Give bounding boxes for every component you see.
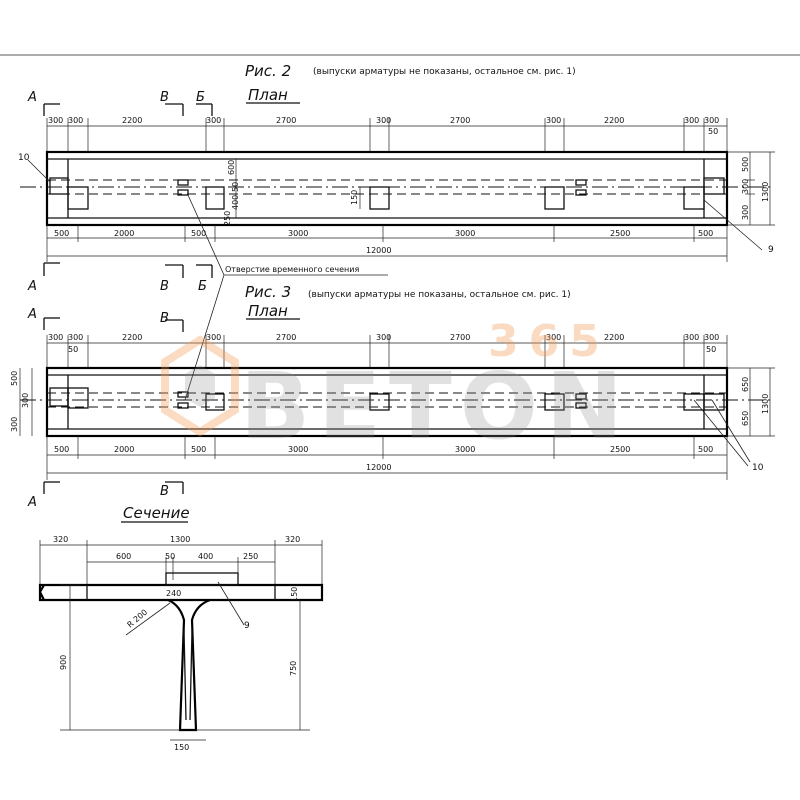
fig3-title: Рис. 3 bbox=[245, 283, 291, 301]
fig3-dim-top-9: 2200 bbox=[604, 333, 624, 342]
fig2-dim-top-4: 300 bbox=[206, 116, 221, 125]
fig2-mark-v-top: Б bbox=[196, 90, 205, 105]
fig2-title: Рис. 2 bbox=[245, 62, 291, 80]
fig2-mark-a-bottom: А bbox=[27, 279, 37, 294]
fig2-right-3: 300 bbox=[741, 205, 750, 220]
fig2-callout-9: 9 bbox=[768, 245, 774, 255]
section-inner-1: 240 bbox=[166, 589, 181, 598]
fig2-dim-bottom-3: 500 bbox=[191, 229, 206, 238]
fig3-dim-top-11: 300 bbox=[704, 333, 719, 342]
fig3-mark-a-bottom: А bbox=[27, 495, 37, 510]
fig3-callout-10: 10 bbox=[752, 463, 764, 473]
fig2-dim-top-6: 300 bbox=[376, 116, 391, 125]
fig2-dim-top-5: 2700 bbox=[276, 116, 296, 125]
section-title: Сечение bbox=[123, 504, 190, 522]
fig3-dim-top-4: 300 bbox=[206, 333, 221, 342]
figure-3: Рис. 3 (выпуски арматуры не показаны, ос… bbox=[10, 283, 775, 510]
fig3-dim-top-1: 300 bbox=[48, 333, 63, 342]
fig2-dim-top-11: 300 bbox=[704, 116, 719, 125]
fig3-dim-top-10: 300 bbox=[684, 333, 699, 342]
fig3-right-2: 650 bbox=[741, 411, 750, 426]
fig3-left-3: 300 bbox=[10, 417, 19, 432]
fig2-dim-bottom-2: 2000 bbox=[114, 229, 134, 238]
fig2-right-4: 1300 bbox=[761, 182, 770, 202]
section-dim-mid: 1300 bbox=[170, 535, 190, 544]
fig3-mark-b-top: В bbox=[160, 311, 169, 326]
section-height-total: 900 bbox=[59, 655, 68, 670]
watermark-logo: 365 BETON bbox=[161, 316, 631, 460]
fig3-dim-bottom-1: 500 bbox=[54, 445, 69, 454]
fig2-dim-top-10: 300 bbox=[684, 116, 699, 125]
fig2-mark-a-top: А bbox=[27, 90, 37, 105]
fig3-left-2: 300 bbox=[21, 393, 30, 408]
fig2-dim-top-7: 2700 bbox=[450, 116, 470, 125]
fig2-dim-top-2: 300 bbox=[68, 116, 83, 125]
fig2-inner-6: 50 bbox=[708, 127, 718, 136]
fig2-inner-3: 400 bbox=[231, 195, 240, 210]
section-base: 150 bbox=[174, 743, 189, 752]
fig3-dim-top-7: 2700 bbox=[450, 333, 470, 342]
fig3-right-1: 650 bbox=[741, 377, 750, 392]
fig3-dim-bottom-4: 3000 bbox=[288, 445, 308, 454]
fig2-right-1: 500 bbox=[741, 157, 750, 172]
fig3-dim-top-2: 300 bbox=[68, 333, 83, 342]
section-sub-2: 50 bbox=[165, 552, 175, 561]
fig3-dim-top-5: 2700 bbox=[276, 333, 296, 342]
section-sub-1: 600 bbox=[116, 552, 131, 561]
section-sub-3: 400 bbox=[198, 552, 213, 561]
fig2-hole-label: Отверстие временного сечения bbox=[225, 265, 359, 274]
fig2-dim-bottom-7: 500 bbox=[698, 229, 713, 238]
fig3-plan-label: План bbox=[248, 302, 288, 320]
fig3-dim-top-3: 2200 bbox=[122, 333, 142, 342]
fig2-mark-b-bottom: В bbox=[160, 279, 169, 294]
fig2-dim-bottom-1: 500 bbox=[54, 229, 69, 238]
section-height-web: 750 bbox=[289, 661, 298, 676]
fig3-dim-bottom-6: 2500 bbox=[610, 445, 630, 454]
fig3-dim-bottom-3: 500 bbox=[191, 445, 206, 454]
fig3-inner-1: 50 bbox=[68, 345, 78, 354]
section-radius: R 200 bbox=[126, 608, 150, 630]
section-sub-4: 250 bbox=[243, 552, 258, 561]
fig3-dim-bottom-5: 3000 bbox=[455, 445, 475, 454]
fig3-left-1: 500 bbox=[10, 371, 19, 386]
fig2-dim-top-9: 2200 bbox=[604, 116, 624, 125]
section-callout-9: 9 bbox=[244, 621, 250, 631]
fig3-dim-bottom-7: 500 bbox=[698, 445, 713, 454]
fig2-inner-1: 600 bbox=[227, 160, 236, 175]
fig2-inner-4: 250 bbox=[223, 211, 232, 226]
fig2-mark-b-top: В bbox=[160, 90, 169, 105]
fig2-total: 12000 bbox=[366, 246, 391, 255]
fig3-mark-b-bottom: В bbox=[160, 484, 169, 499]
fig3-total: 12000 bbox=[366, 463, 391, 472]
watermark-number: 365 bbox=[488, 316, 610, 367]
fig2-dim-bottom-6: 2500 bbox=[610, 229, 630, 238]
fig3-mark-a-top: А bbox=[27, 307, 37, 322]
fig2-dim-top-8: 300 bbox=[546, 116, 561, 125]
fig2-inner-2: 50 bbox=[231, 182, 240, 192]
fig2-plan-label: План bbox=[248, 86, 288, 104]
fig2-callout-10: 10 bbox=[18, 153, 30, 163]
fig2-dim-top-3: 2200 bbox=[122, 116, 142, 125]
fig2-note: (выпуски арматуры не показаны, остальное… bbox=[313, 67, 576, 77]
fig2-mark-v-bottom: Б bbox=[198, 279, 207, 294]
fig3-note: (выпуски арматуры не показаны, остальное… bbox=[308, 290, 571, 300]
section-dim-left: 320 bbox=[53, 535, 68, 544]
fig3-dim-top-6: 300 bbox=[376, 333, 391, 342]
fig2-dim-bottom-4: 3000 bbox=[288, 229, 308, 238]
fig3-inner-2: 50 bbox=[706, 345, 716, 354]
fig2-dim-bottom-5: 3000 bbox=[455, 229, 475, 238]
section-view: Сечение 320 1300 320 600 50 400 250 240 … bbox=[38, 504, 324, 752]
watermark-word: BETON bbox=[240, 353, 631, 460]
fig2-dim-top-1: 300 bbox=[48, 116, 63, 125]
fig2-right-2: 300 bbox=[741, 179, 750, 194]
section-inner-2: 150 bbox=[290, 587, 299, 602]
fig3-dim-top-8: 300 bbox=[546, 333, 561, 342]
section-dim-right: 320 bbox=[285, 535, 300, 544]
fig3-right-3: 1300 bbox=[761, 394, 770, 414]
fig2-inner-5: 150 bbox=[350, 190, 359, 205]
figure-2: Рис. 2 (выпуски арматуры не показаны, ос… bbox=[0, 54, 800, 401]
fig3-dim-bottom-2: 2000 bbox=[114, 445, 134, 454]
